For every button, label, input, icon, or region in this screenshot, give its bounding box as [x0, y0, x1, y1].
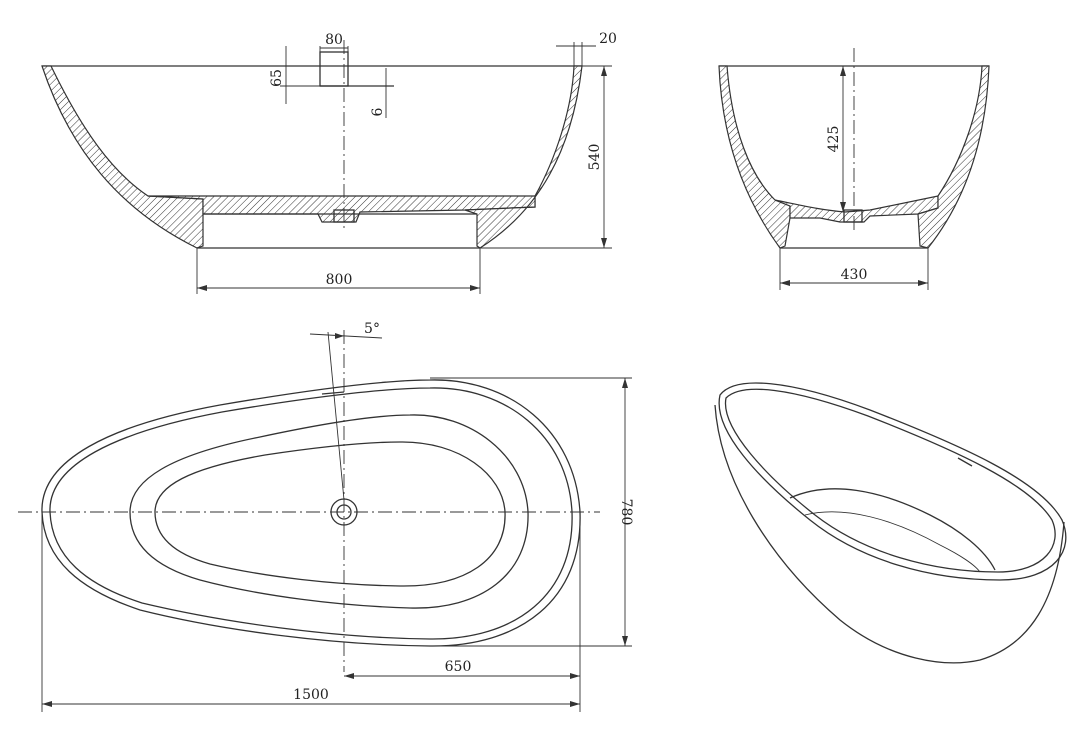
plan-angle-line	[327, 331, 345, 501]
end-drain	[843, 209, 863, 223]
iso-body	[714, 404, 1065, 664]
dim-height: 540	[587, 144, 603, 171]
end-right-wall	[917, 65, 990, 249]
plan-view: 5° 780 650 1500	[18, 321, 634, 712]
dim-drain-offset: 650	[445, 659, 472, 675]
end-left-wall	[718, 65, 791, 249]
iso-inner-rim	[724, 388, 1056, 573]
side-left-wall	[41, 65, 204, 249]
plan-drain-inner	[336, 504, 352, 520]
side-section-view: 80 65 6 20 540 800	[41, 31, 617, 294]
dim-angle: 5°	[364, 321, 380, 337]
end-bottom-section	[774, 195, 939, 223]
iso-overflow	[957, 457, 973, 467]
dim-depth: 425	[826, 126, 842, 153]
end-section-view: 425 430	[718, 48, 990, 290]
iso-floor-inner	[804, 511, 981, 573]
plan-overflow	[321, 391, 345, 395]
side-right-wall	[464, 65, 583, 249]
plan-bowl-floor	[154, 441, 506, 587]
dim-base: 800	[326, 272, 353, 288]
plan-outer-rim	[41, 379, 581, 647]
dim-lip: 6	[370, 107, 386, 116]
dim-length: 1500	[293, 687, 329, 703]
plan-bowl-outer	[129, 414, 529, 609]
iso-floor-edge	[789, 488, 996, 571]
plan-inner-rim	[49, 387, 573, 640]
dim-rim: 20	[599, 31, 617, 47]
iso-outer-rim	[718, 382, 1067, 581]
dim-drain-width: 80	[325, 32, 343, 48]
dim-drain-height: 65	[269, 69, 285, 87]
dim-end-base: 430	[841, 267, 868, 283]
isometric-view	[714, 382, 1067, 664]
dim-width: 780	[618, 499, 634, 526]
